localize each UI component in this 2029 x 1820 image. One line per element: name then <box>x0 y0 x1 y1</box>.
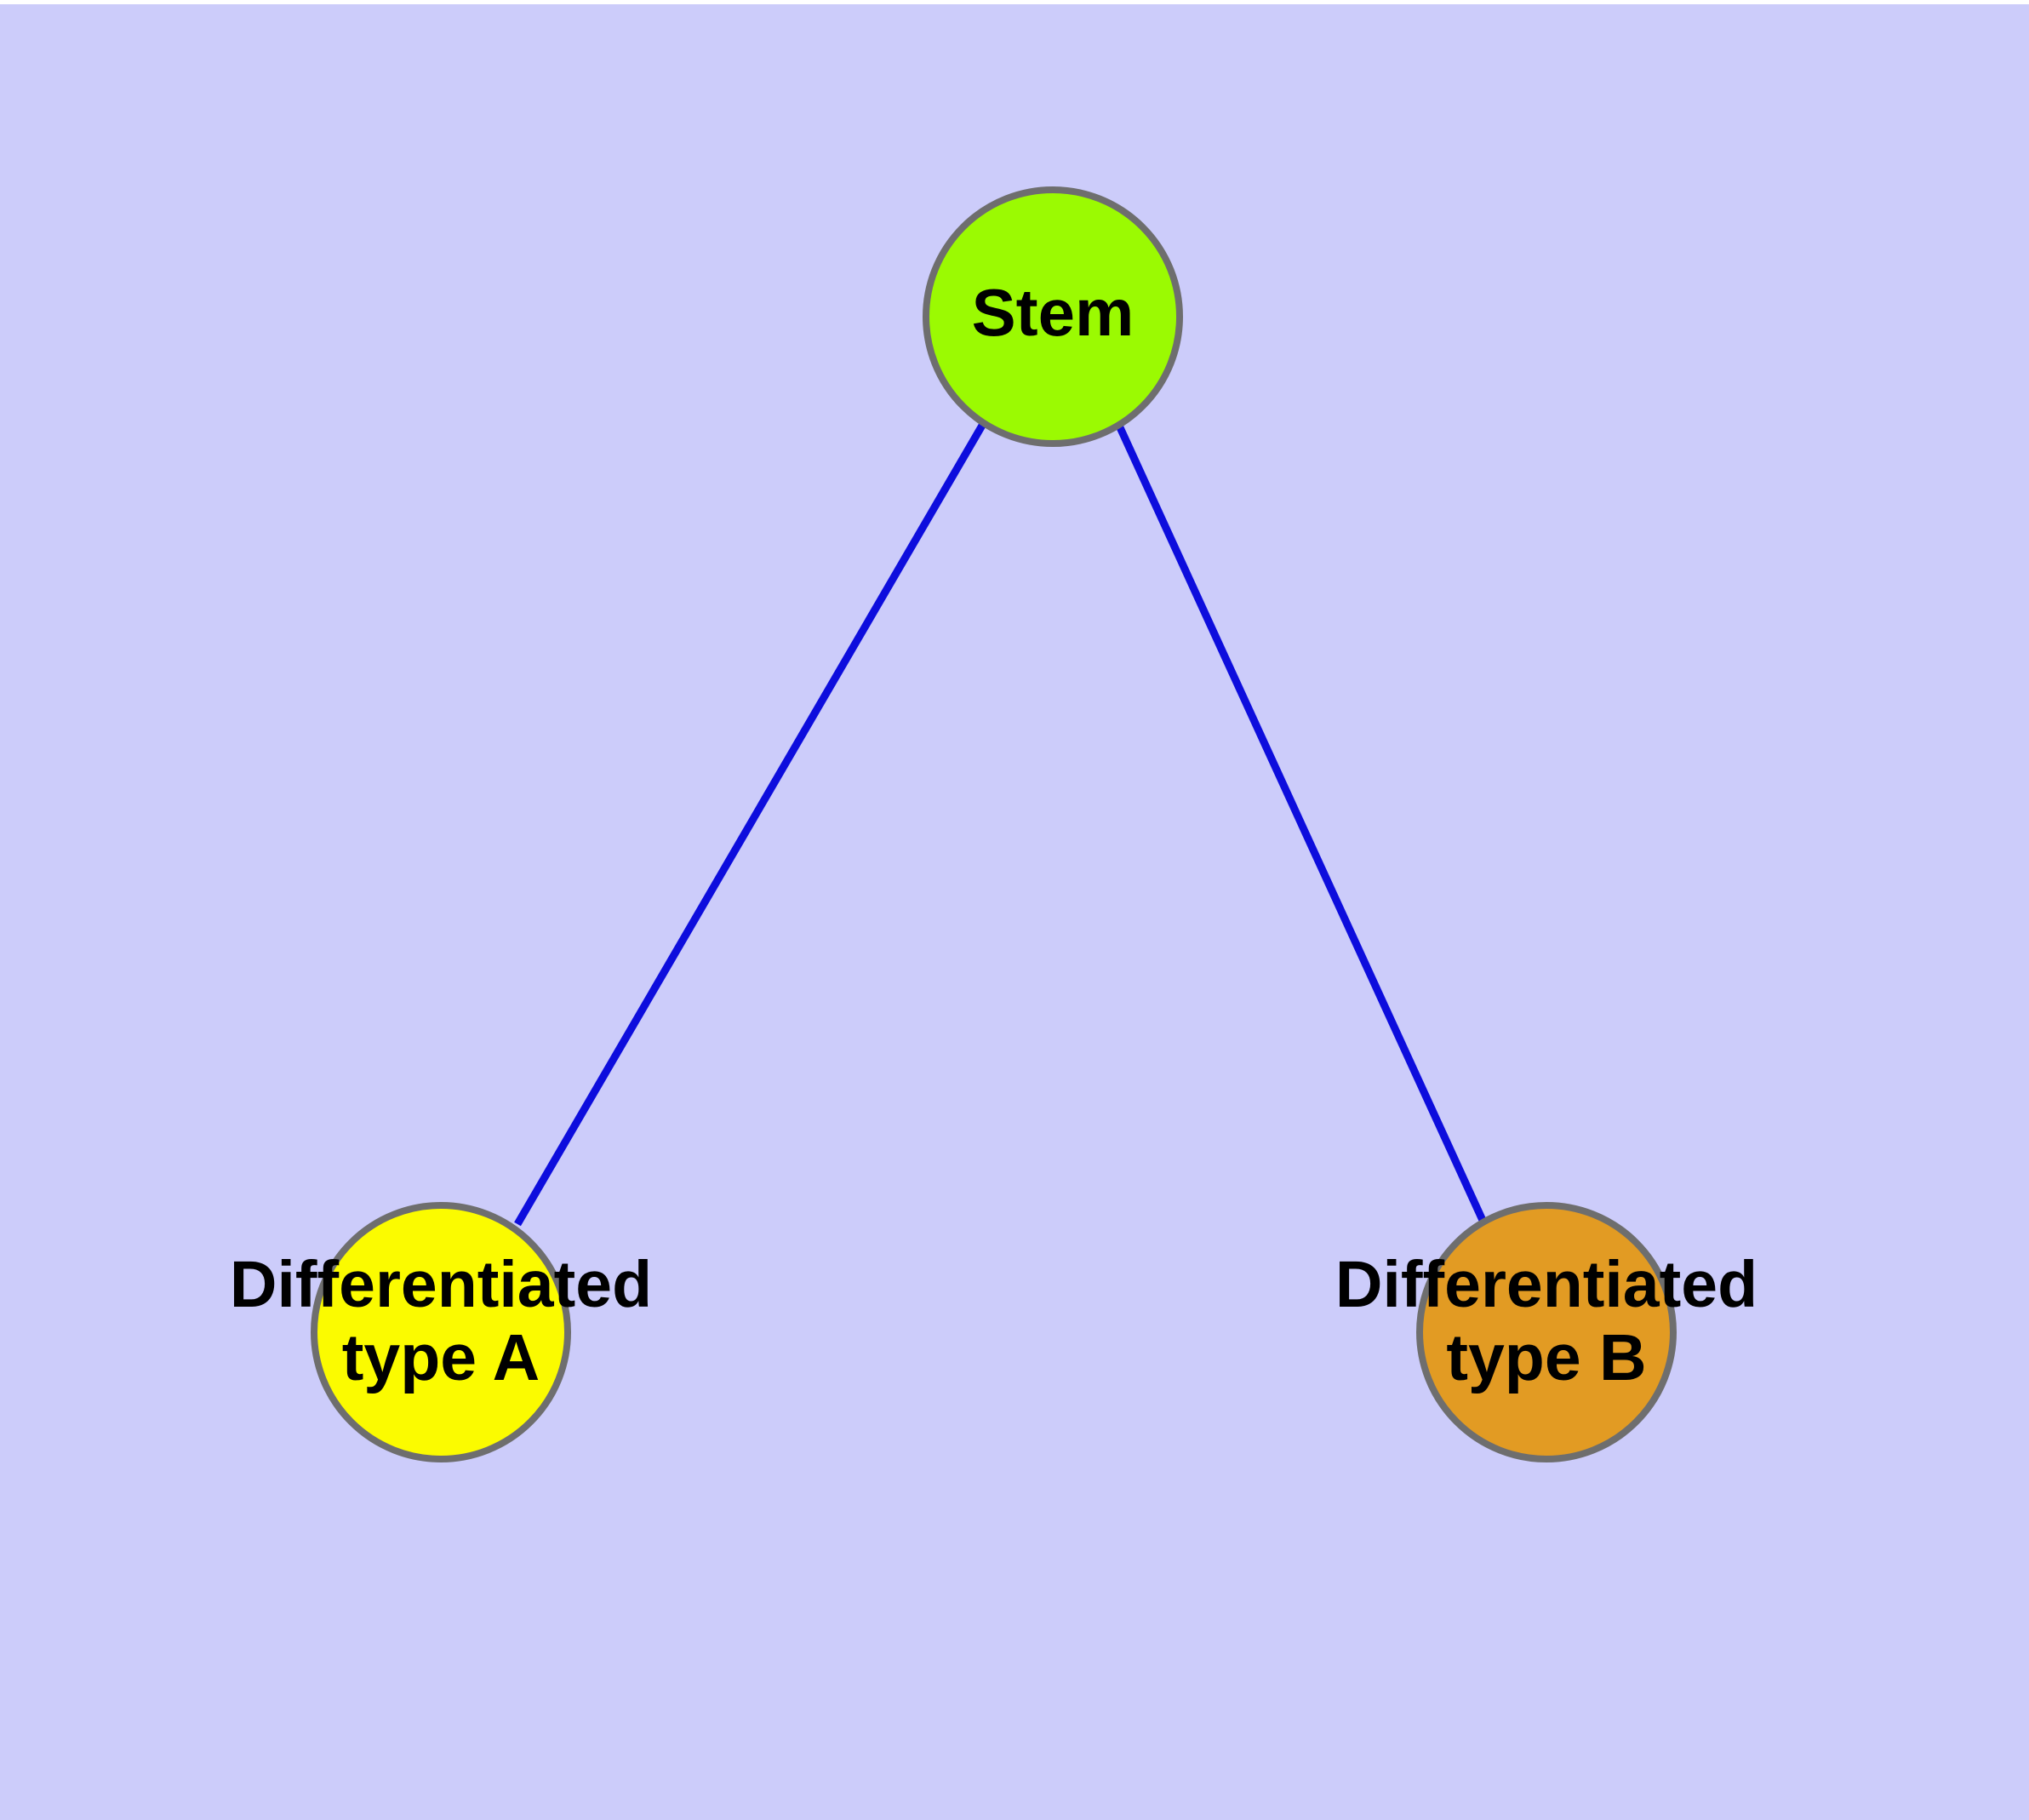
node-stem[interactable] <box>923 186 1183 447</box>
node-differentiated-type-a[interactable] <box>311 1202 571 1462</box>
node-differentiated-type-b[interactable] <box>1416 1202 1677 1462</box>
edge-stem-to-differentiated-type-a <box>514 421 986 1227</box>
edge-stem-to-differentiated-type-b <box>1115 424 1489 1228</box>
